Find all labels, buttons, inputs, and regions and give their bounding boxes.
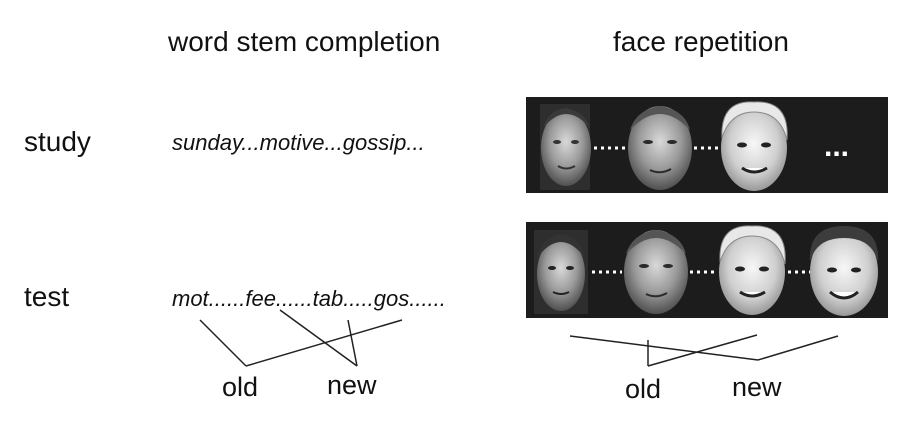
study-face-3	[721, 101, 788, 191]
row-label-test: test	[24, 281, 70, 312]
test-face-2	[624, 230, 688, 314]
test-word-stems: mot......fee......tab.....gos......	[172, 286, 446, 311]
word-old-label: old	[222, 372, 259, 402]
test-face-1	[534, 230, 588, 314]
study-ellipsis: ...	[824, 130, 849, 163]
study-face-1	[540, 104, 591, 190]
header-face-repetition: face repetition	[613, 26, 789, 57]
face-old-label: old	[625, 374, 662, 404]
study-word-list: sunday...motive...gossip...	[172, 130, 425, 155]
face-connector-lines	[569, 334, 839, 367]
test-face-4	[809, 226, 879, 316]
word-new-label: new	[327, 370, 377, 400]
test-face-3	[719, 225, 786, 315]
study-face-2	[628, 106, 692, 190]
face-new-label: new	[732, 372, 782, 402]
header-word-stem-completion: word stem completion	[168, 26, 441, 57]
row-label-study: study	[24, 126, 91, 157]
word-connector-lines	[199, 309, 403, 367]
